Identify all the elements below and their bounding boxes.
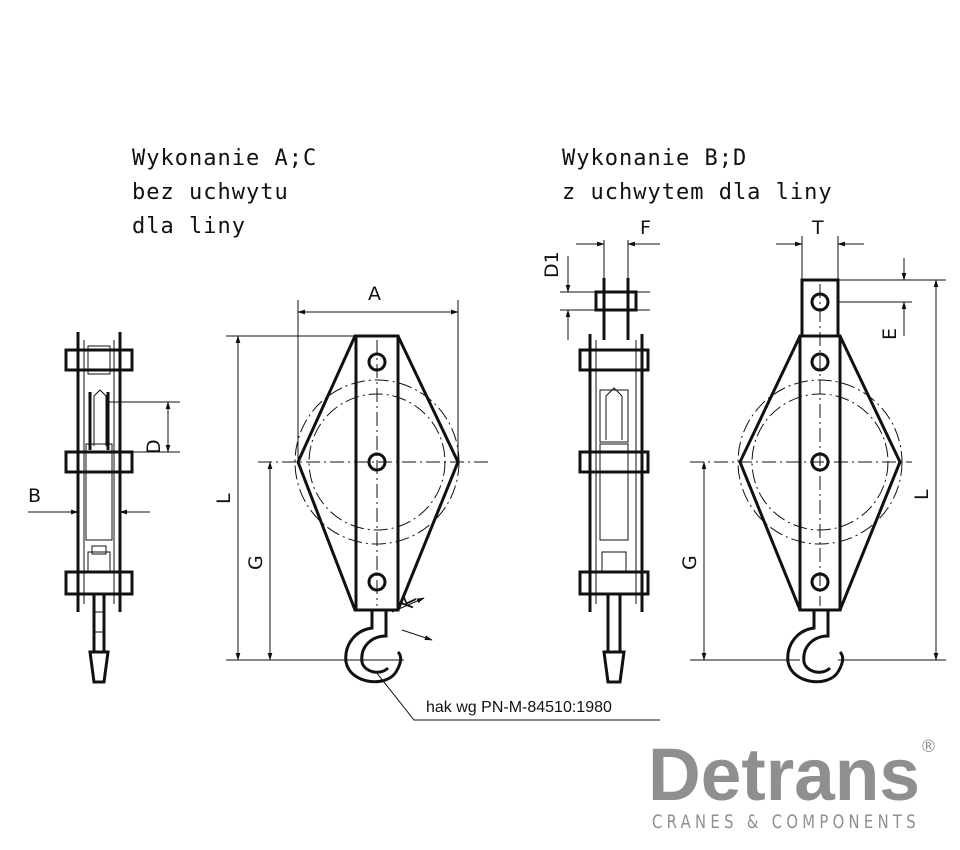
logo-tagline: CRANES & COMPONENTS [652,811,920,833]
dim-label-G-right: G [679,555,701,570]
caption-right-line-2: z uchwytem dla liny [562,180,833,205]
dim-label-L-left: L [213,493,235,504]
front-view-bd: T E L G [679,217,946,684]
side-view-left: B D [28,332,180,684]
caption-left-line-1: Wykonanie A;C [132,146,317,171]
dim-label-B: B [28,485,41,507]
dim-label-F: F [640,217,651,239]
dim-label-L-right: L [911,489,933,500]
logo-registered-mark: ® [920,737,937,757]
hook-standard-note: hak wg PN-M-84510:1980 [426,699,612,716]
detrans-logo: Detrans ® CRANES & COMPONENTS [648,733,937,833]
dim-label-D: D [143,439,165,454]
dim-label-D1: D1 [541,251,563,278]
side-view-right: F D1 [541,217,660,684]
caption-left: Wykonanie A;C bez uchwytu dla liny [132,146,317,239]
caption-left-line-3: dla liny [132,214,246,239]
dim-label-T: T [811,217,824,239]
dim-label-E: E [879,328,901,340]
caption-left-line-2: bez uchwytu [132,180,289,205]
caption-right: Wykonanie B;D z uchwytem dla liny [562,146,833,205]
caption-right-line-1: Wykonanie B;D [562,146,747,171]
front-view-ac: A L G K hak wg PN-M-84510:1980 [213,283,660,721]
dim-label-G-left: G [245,555,267,570]
dim-label-A: A [368,283,381,305]
logo-wordmark: Detrans [648,733,920,816]
